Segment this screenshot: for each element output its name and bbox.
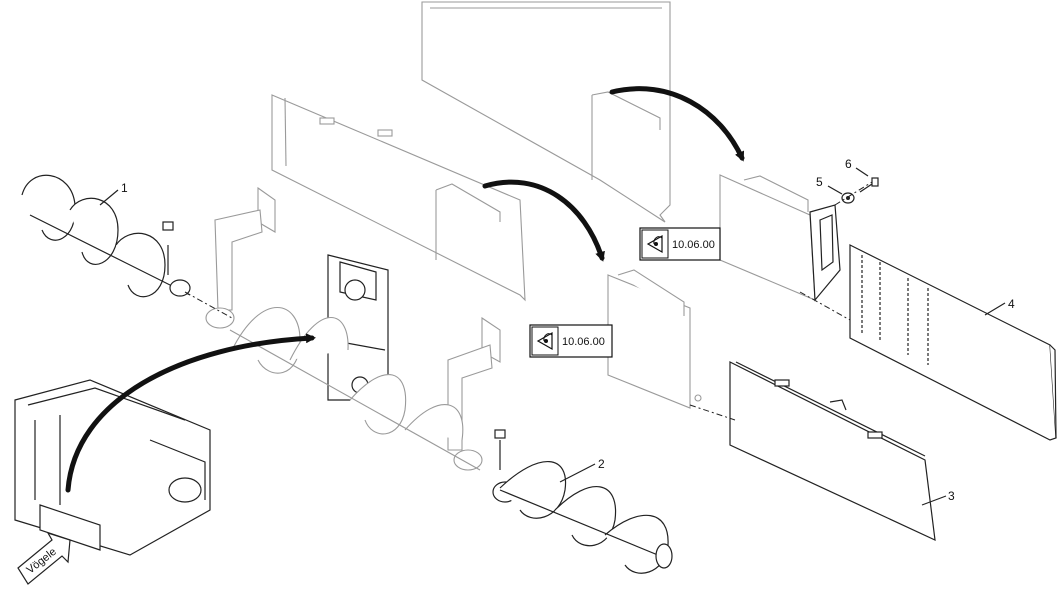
auger-segment-part-2 <box>492 429 673 574</box>
eye-view-icon <box>646 234 663 254</box>
callout-3: 3 <box>921 489 955 506</box>
washer-part-5 <box>841 192 855 204</box>
svg-text:10.06.00: 10.06.00 <box>562 336 605 348</box>
svg-text:1: 1 <box>121 181 128 195</box>
reference-box-lower[interactable]: 10.06.00 <box>529 324 613 358</box>
centre-auger <box>229 307 481 471</box>
front-extension-plate-part-4 <box>849 244 1057 441</box>
bolt-part-6 <box>859 177 879 193</box>
svg-text:3: 3 <box>948 489 955 503</box>
flow-arrow-middle <box>482 179 605 262</box>
brand-logo: Vögele <box>17 531 71 585</box>
right-bearing-bracket <box>447 316 501 471</box>
left-bearing-bracket <box>205 186 276 329</box>
axis-line-right <box>689 404 736 421</box>
callout-6: 6 <box>845 157 869 177</box>
callout-4: 4 <box>984 297 1015 316</box>
svg-text:5: 5 <box>816 175 823 189</box>
auger-segment-part-1 <box>21 174 191 298</box>
reference-box-upper[interactable]: 10.06.00 <box>639 227 721 261</box>
side-plate-with-bracket <box>719 174 816 301</box>
axis-line-bracket <box>799 291 851 321</box>
auger-drive-gearbox <box>327 254 389 401</box>
flow-arrow-top <box>609 86 745 162</box>
svg-text:2: 2 <box>598 457 605 471</box>
mounting-bracket <box>809 204 841 302</box>
callout-5: 5 <box>816 175 843 195</box>
callout-1: 1 <box>99 181 128 206</box>
svg-text:4: 4 <box>1008 297 1015 311</box>
callout-2: 2 <box>559 457 605 483</box>
svg-text:10.06.00: 10.06.00 <box>672 239 715 251</box>
back-extension-plate-top <box>421 1 671 223</box>
eye-view-icon <box>536 331 553 351</box>
lower-extension-plate-part-3 <box>729 361 936 541</box>
back-extension-plate-middle <box>271 94 526 302</box>
flow-arrow-vehicle <box>65 333 316 493</box>
paver-vehicle <box>14 379 211 556</box>
svg-text:6: 6 <box>845 157 852 171</box>
inner-plate <box>607 269 702 409</box>
axis-line-left <box>184 291 233 319</box>
